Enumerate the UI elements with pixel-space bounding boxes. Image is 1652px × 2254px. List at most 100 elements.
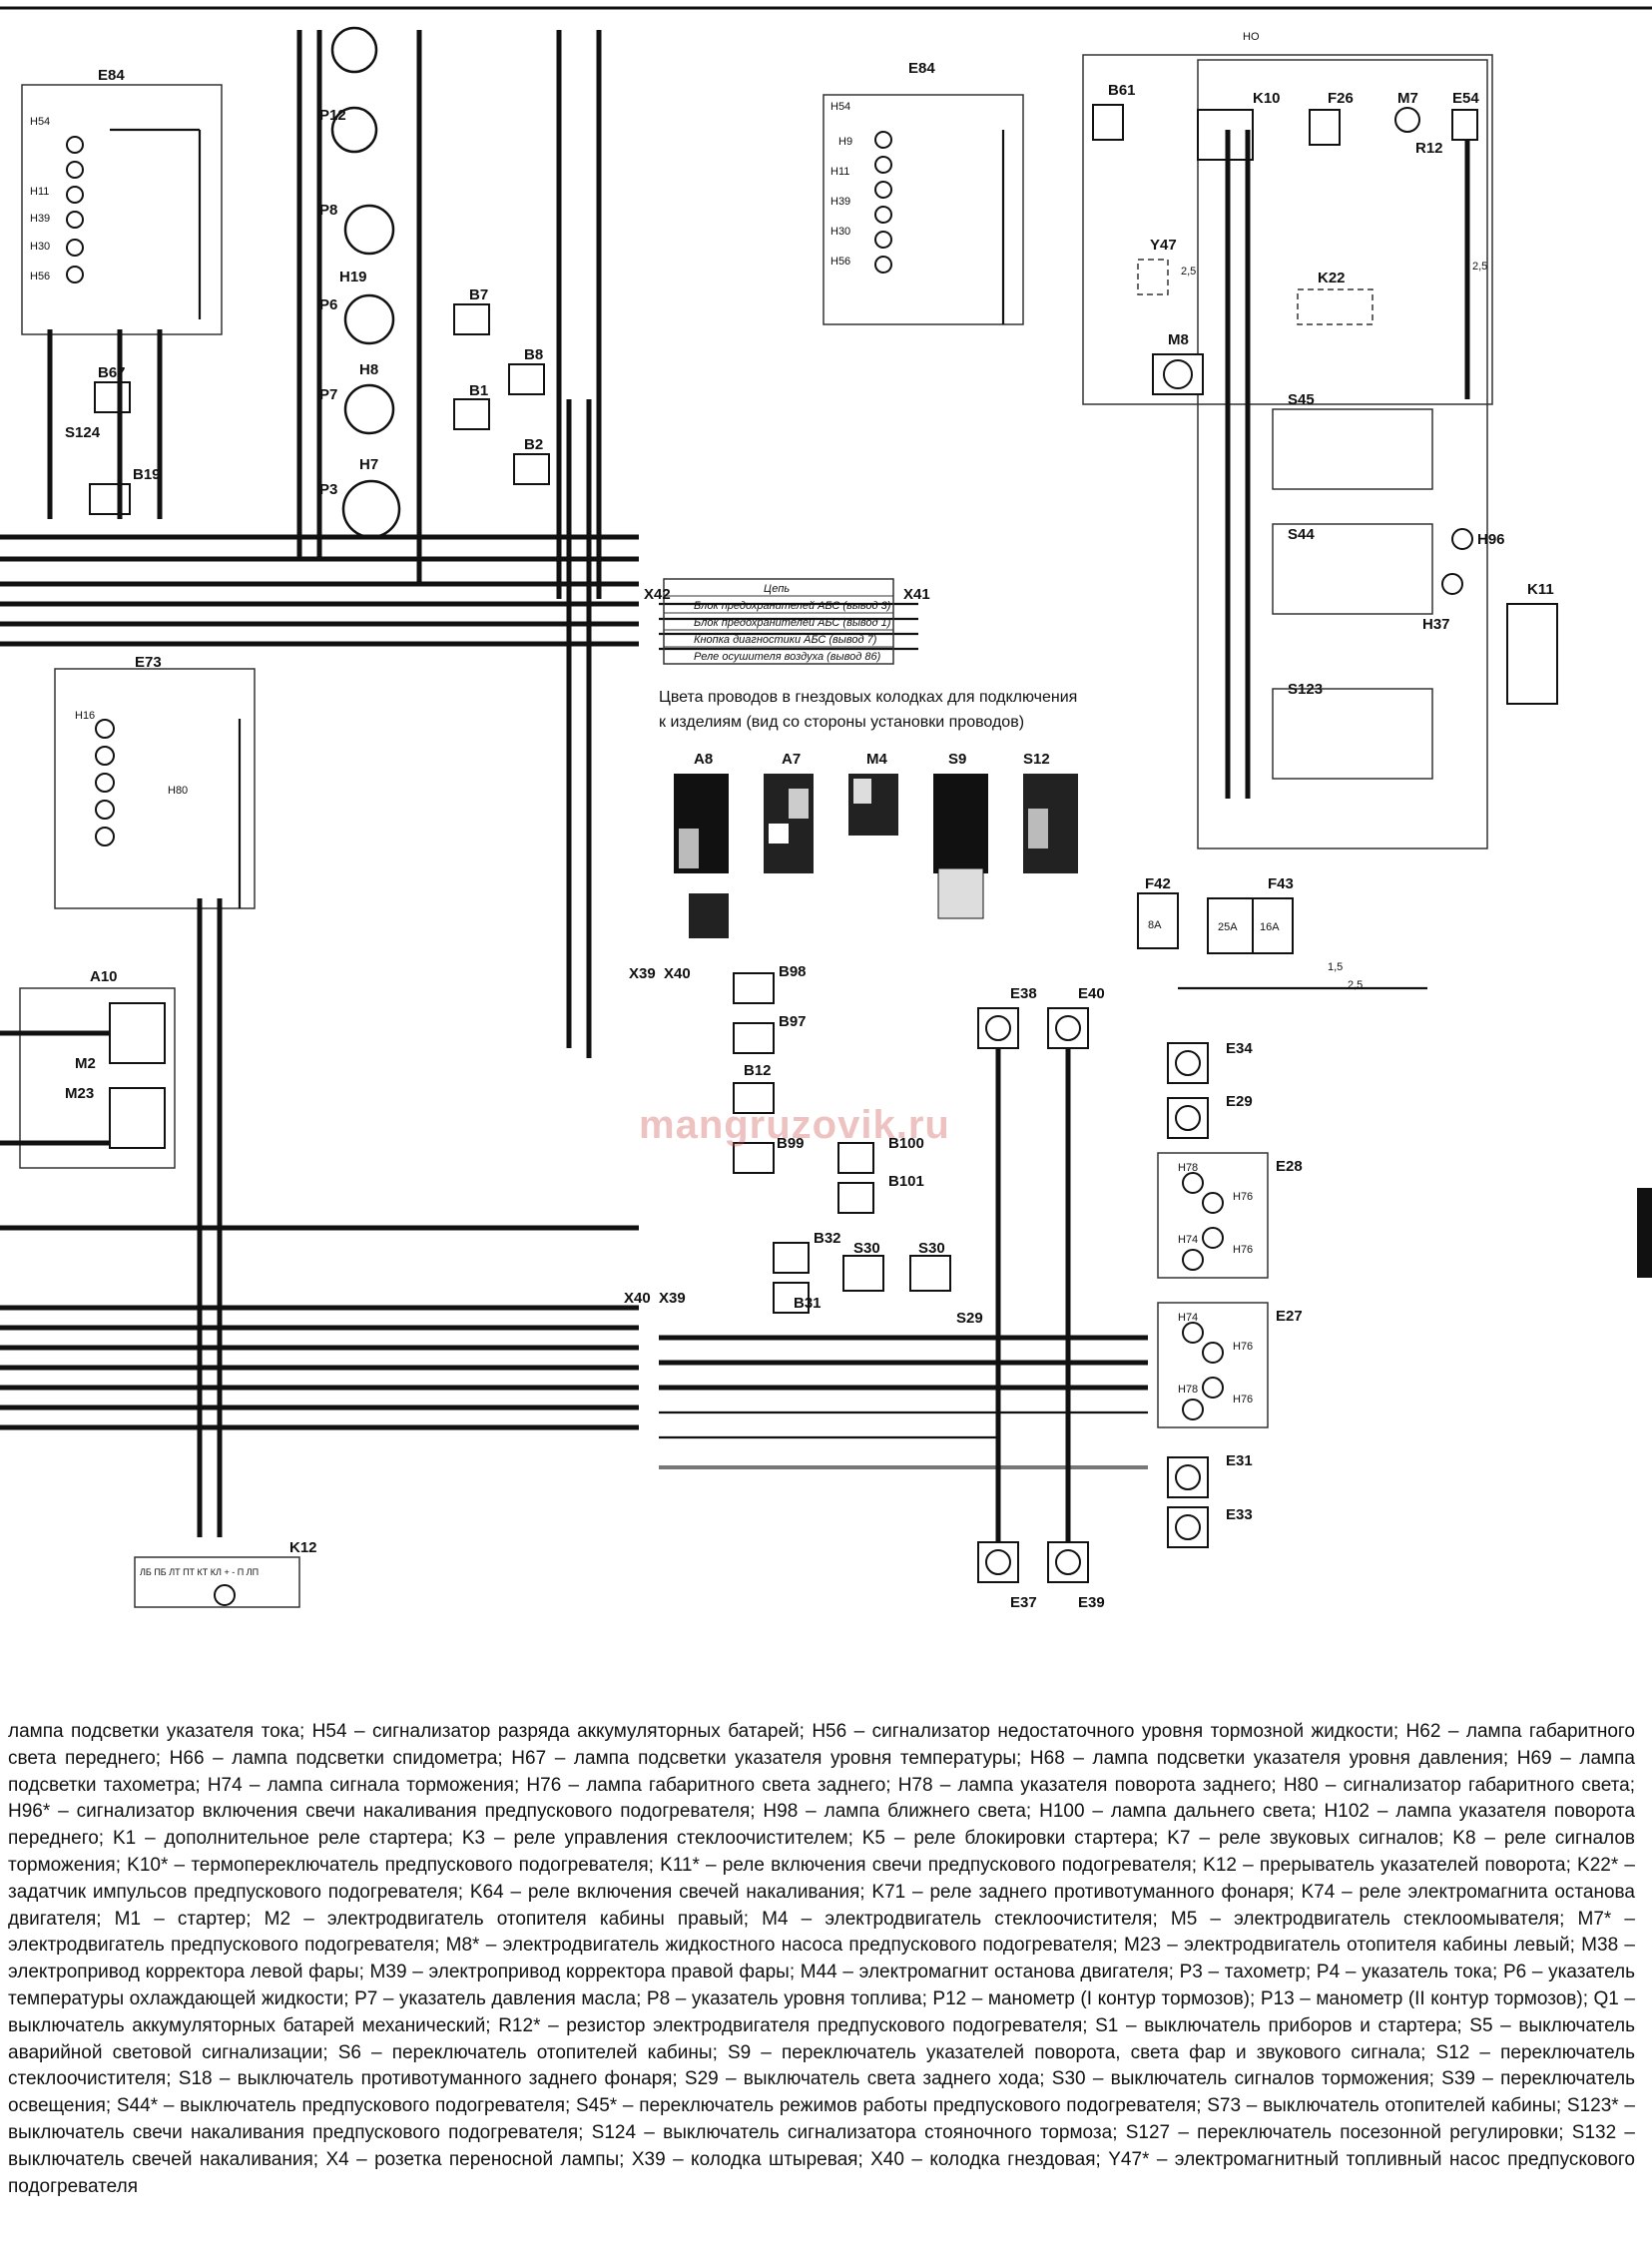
diagram-label: B8 <box>524 346 543 363</box>
abs-table: Цепь Блок предохранителей АБС (вывод 3) … <box>644 578 930 665</box>
diagram-label: P3 <box>319 481 337 498</box>
diagram-label: A7 <box>782 751 801 768</box>
diagram-label: E33 <box>1226 1506 1253 1523</box>
diagram-label: B19 <box>133 466 161 483</box>
diagram-label: M2 <box>75 1055 96 1072</box>
diagram-label: E54 <box>1452 90 1479 107</box>
diagram-label: E28 <box>1276 1158 1303 1175</box>
diagram-label: P12 <box>319 107 346 124</box>
preheater-block: НО B61 K10 F26 M7 E54 R12 Y47 M8 K22 S45… <box>1082 31 1558 849</box>
diagram-label: E27 <box>1276 1308 1303 1325</box>
diagram-label: B99 <box>777 1135 805 1152</box>
legend-paragraph: лампа подсветки указателя тока; H54 – си… <box>8 1721 1635 2197</box>
diagram-label: K10 <box>1253 90 1281 107</box>
diagram-label: H8 <box>359 361 378 378</box>
diagram-label: B98 <box>779 963 807 980</box>
diagram-label: Блок предохранителей АБС (вывод 3) <box>694 600 891 612</box>
diagram-label: K22 <box>1318 270 1346 286</box>
diagram-label: H11 <box>30 186 49 198</box>
diagram-label: M8 <box>1168 331 1189 348</box>
diagram-label: H76 <box>1233 1244 1253 1256</box>
diagram-label: B32 <box>814 1230 841 1247</box>
diagram-label: X41 <box>903 586 930 603</box>
diagram-label: H96 <box>1477 531 1505 548</box>
diagram-label: E29 <box>1226 1093 1253 1110</box>
diagram-label: X42 <box>644 586 671 603</box>
gauges-column: P12 P8 H19 P6 H8 P7 H7 P3 B7 B8 B1 B2 <box>319 26 550 539</box>
diagram-label: Цепь <box>764 583 790 595</box>
diagram-label: H76 <box>1233 1394 1253 1406</box>
diagram-label: X40 <box>664 965 691 982</box>
diagram-label: B12 <box>744 1062 772 1079</box>
diagram-label: R12 <box>1415 140 1443 157</box>
diagram-label: H78 <box>1178 1162 1198 1174</box>
diagram-label: H39 <box>30 213 50 225</box>
diagram-label: E84 <box>98 67 125 84</box>
diagram-label: 2,5 <box>1348 979 1363 991</box>
diagram-label: K12 <box>289 1539 317 1556</box>
diagram-label: A8 <box>694 751 713 768</box>
diagram-label: ЛБ ПБ ЛТ ПТ КТ КЛ + - П ЛП <box>140 1567 259 1577</box>
diagram-label: H76 <box>1233 1191 1253 1203</box>
diagram-label: Кнопка диагностики АБС (вывод 7) <box>694 634 877 646</box>
diagram-label: B2 <box>524 436 543 453</box>
diagram-label: H37 <box>1422 616 1450 633</box>
e84-right-block: E84 H54 H9 H11 H39 H30 H56 <box>823 60 1024 325</box>
diagram-label: F42 <box>1145 875 1171 892</box>
diagram-label: H78 <box>1178 1384 1198 1396</box>
diagram-label: H11 <box>830 166 849 178</box>
diagram-label: 25A <box>1218 921 1238 933</box>
diagram-label: X39 <box>629 965 656 982</box>
diagram-label: B1 <box>469 382 488 399</box>
diagram-label: E84 <box>908 60 935 77</box>
fuses: F42 8A 25A F43 16A 1,5 2,5 <box>1137 875 1427 991</box>
watermark: mangruzovik.ru <box>639 1103 950 1147</box>
diagram-label: S9 <box>948 751 966 768</box>
diagram-label: P7 <box>319 386 337 403</box>
page-edge-tab <box>1637 1188 1652 1278</box>
diagram-label: F43 <box>1268 875 1294 892</box>
diagram-label: P8 <box>319 202 337 219</box>
diagram-label: P6 <box>319 296 337 313</box>
diagram-label: H54 <box>830 101 850 113</box>
diagram-label: B100 <box>888 1135 924 1152</box>
diagram-label: H56 <box>30 271 50 282</box>
diagram-label: X40 <box>624 1290 651 1307</box>
diagram-label: Цвета проводов в гнездовых колодках для … <box>659 689 1077 706</box>
diagram-label: B97 <box>779 1013 807 1030</box>
diagram-label: Реле осушителя воздуха (вывод 86) <box>694 651 881 663</box>
diagram-label: H54 <box>30 116 50 128</box>
diagram-label: E39 <box>1078 1594 1105 1611</box>
diagram-label: E38 <box>1010 985 1037 1002</box>
diagram-label: H74 <box>1178 1234 1198 1246</box>
diagram-label: 1,5 <box>1328 961 1343 973</box>
diagram-label: 2,5 <box>1472 261 1487 273</box>
diagram-label: X39 <box>659 1290 686 1307</box>
diagram-label: E73 <box>135 654 162 671</box>
diagram-label: M23 <box>65 1085 94 1102</box>
diagram-label: S124 <box>65 424 101 441</box>
diagram-label: B31 <box>794 1295 822 1312</box>
diagram-label: H56 <box>830 256 850 268</box>
diagram-label: K11 <box>1527 581 1554 598</box>
left-sensors: B67 S124 B19 <box>65 364 161 515</box>
diagram-label: E40 <box>1078 985 1105 1002</box>
diagram-label: H76 <box>1233 1341 1253 1353</box>
diagram-label: B101 <box>888 1173 924 1190</box>
diagram-label: F26 <box>1328 90 1354 107</box>
rear-lamps: E38 E40 E34 E29 E28 H78 H76 H74 H76 E27 … <box>977 985 1303 1611</box>
diagram-label: S29 <box>956 1310 983 1327</box>
diagram-label: S30 <box>918 1240 945 1257</box>
diagram-label: A10 <box>90 968 118 985</box>
diagram-label: H80 <box>168 785 188 797</box>
diagram-label: НО <box>1243 31 1260 43</box>
middle-sensors: X39 X40 B98 B97 B12 B99 B100 B101 B32 B3… <box>0 963 1148 1469</box>
k12-block: K12 ЛБ ПБ ЛТ ПТ КТ КЛ + - П ЛП <box>134 1539 317 1608</box>
diagram-label: H30 <box>830 226 850 238</box>
diagram-label: Блок предохранителей АБС (вывод 1) <box>694 617 891 629</box>
diagram-label: 16A <box>1260 921 1280 933</box>
wiring-diagram: E84 H54 H11 H39 H30 H56 P12 P8 H19 P6 H8… <box>0 6 1652 1611</box>
diagram-label: S30 <box>853 1240 880 1257</box>
diagram-label: H19 <box>339 269 367 285</box>
diagram-label: S12 <box>1023 751 1050 768</box>
